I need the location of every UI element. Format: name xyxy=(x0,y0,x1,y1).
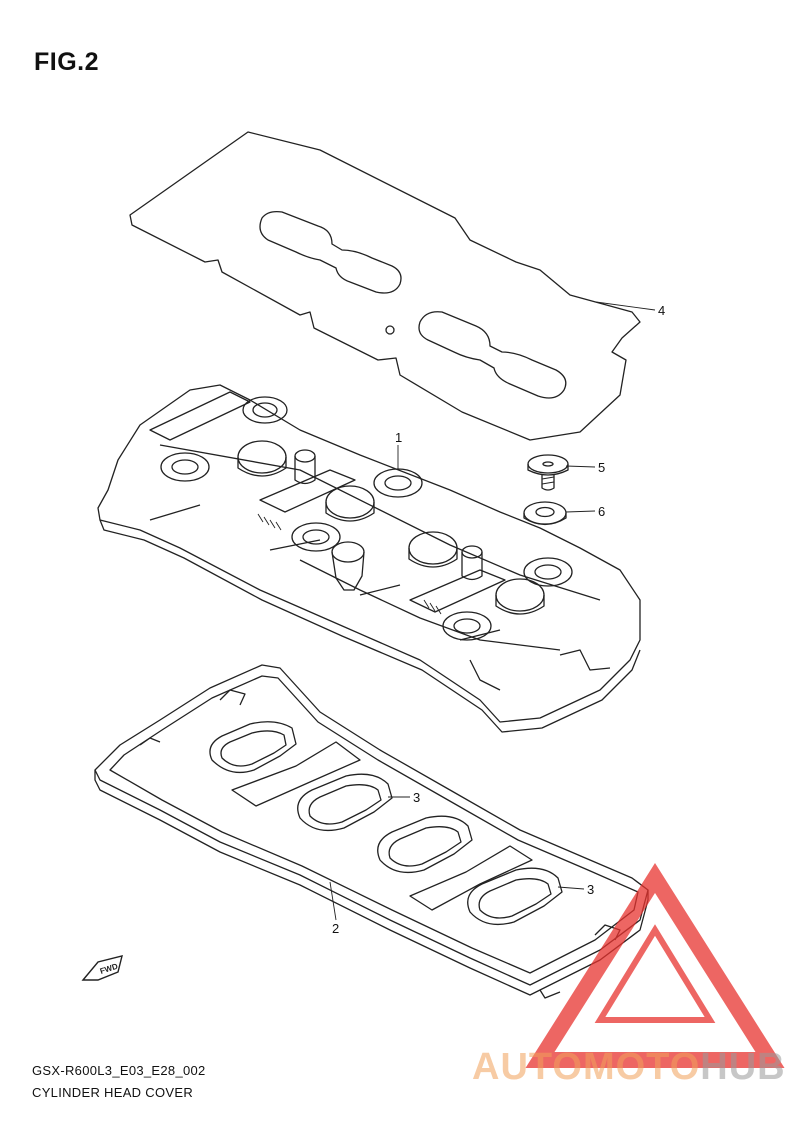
callout-6: 6 xyxy=(598,504,605,519)
cylinder-head-cover xyxy=(97,384,641,733)
figure-name: CYLINDER HEAD COVER xyxy=(32,1085,194,1100)
callout-1: 1 xyxy=(395,430,402,445)
watermark-part-1: AUTOMOTO xyxy=(472,1046,701,1088)
callout-3-lower: 3 xyxy=(587,882,594,897)
callout-3-upper: 3 xyxy=(413,790,420,805)
leader-lines xyxy=(329,301,656,921)
watermark-part-2: HUB xyxy=(700,1046,786,1088)
cover-plate-gasket xyxy=(129,131,641,441)
watermark-logo xyxy=(525,863,785,1068)
callout-5: 5 xyxy=(598,460,605,475)
fwd-arrow-icon: FWD xyxy=(81,955,123,981)
callout-4: 4 xyxy=(658,303,665,318)
figure-title: FIG.2 xyxy=(34,48,100,76)
bolt xyxy=(527,454,569,491)
head-cover-gasket xyxy=(94,664,649,999)
figure-code: GSX-R600L3_E03_E28_002 xyxy=(32,1063,206,1078)
washer-seal xyxy=(523,501,567,526)
callout-2: 2 xyxy=(332,921,339,936)
watermark-text: AUTOMOTOHUB xyxy=(472,1046,786,1089)
